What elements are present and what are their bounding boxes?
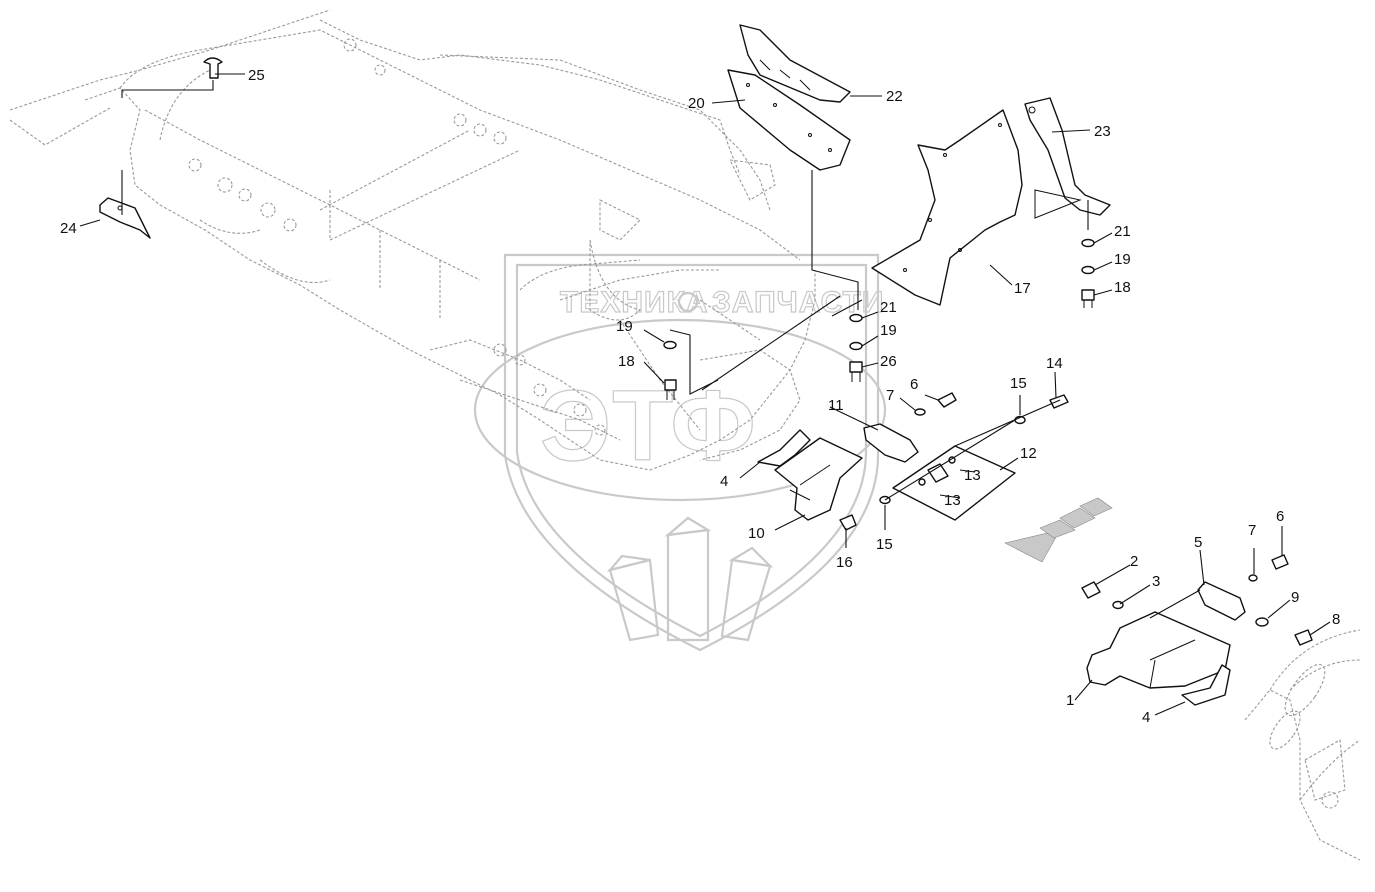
callout-18-right: 18 — [1114, 279, 1131, 296]
callout-21-center: 21 — [880, 299, 897, 316]
callout-19-left: 19 — [616, 318, 633, 335]
callout-14: 14 — [1046, 355, 1063, 372]
callout-26: 26 — [880, 353, 897, 370]
callout-20: 20 — [688, 95, 705, 112]
callout-18-left: 18 — [618, 353, 635, 370]
callout-25: 25 — [248, 67, 265, 84]
part-12-plate — [892, 445, 1016, 521]
chassis-frame — [9, 9, 816, 471]
part-4-clip-b — [1181, 664, 1231, 706]
part-22-top-bracket — [739, 24, 851, 103]
callout-9: 9 — [1291, 589, 1299, 606]
chassis-frame-rear — [1244, 629, 1361, 861]
callout-10: 10 — [748, 525, 765, 542]
callout-5: 5 — [1194, 534, 1202, 551]
direction-arrow — [1004, 497, 1113, 563]
watermark-text-right: ЗАПЧАСТИ — [712, 286, 884, 319]
part-23-strip — [1024, 97, 1111, 219]
callout-4-center: 4 — [720, 473, 728, 490]
callout-13-lower: 13 — [944, 492, 961, 509]
callout-3: 3 — [1152, 573, 1160, 590]
part-24-bracket — [99, 197, 151, 239]
fastener-stack-right — [1081, 238, 1095, 308]
callout-4-bottom: 4 — [1142, 709, 1150, 726]
part-20-plate — [727, 69, 851, 171]
callout-19-center: 19 — [880, 322, 897, 339]
part-13-bushing — [918, 456, 956, 486]
callout-24: 24 — [60, 220, 77, 237]
fastener-stack-center — [849, 313, 863, 382]
part-10-bracket — [774, 437, 863, 521]
part-17-large-shield — [871, 109, 1023, 306]
callout-labels: 25 24 22 20 23 21 19 18 17 21 19 26 19 1… — [60, 67, 1340, 726]
callout-6-center: 6 — [910, 376, 918, 393]
callout-8: 8 — [1332, 611, 1340, 628]
callout-11: 11 — [828, 397, 844, 414]
callout-15-bottom: 15 — [876, 536, 893, 553]
callout-16: 16 — [836, 554, 853, 571]
callout-12: 12 — [1020, 445, 1037, 462]
part-25-bolt — [203, 57, 223, 79]
small-fasteners-bottom — [1081, 554, 1313, 646]
fastener-stack-left — [663, 340, 677, 400]
watermark-text-left: ТЕХНИКА — [560, 286, 709, 319]
callout-13-upper: 13 — [964, 467, 981, 484]
watermark-columns — [606, 516, 774, 642]
callout-1: 1 — [1066, 692, 1074, 709]
callout-15-top: 15 — [1010, 375, 1027, 392]
callout-17: 17 — [1014, 280, 1031, 297]
callout-6-bottom: 6 — [1276, 508, 1284, 525]
callout-21-right: 21 — [1114, 223, 1131, 240]
part-1-bracket — [1086, 611, 1231, 689]
part-5-bracket — [1197, 581, 1246, 621]
leader-lines — [79, 73, 1331, 716]
part-4-clip-a — [757, 429, 811, 467]
callout-23: 23 — [1094, 123, 1111, 140]
callout-19-right: 19 — [1114, 251, 1131, 268]
callout-22: 22 — [886, 88, 903, 105]
part-11-mount — [863, 423, 919, 463]
callout-7-bottom: 7 — [1248, 522, 1256, 539]
callout-2: 2 — [1130, 553, 1138, 570]
callout-7-center: 7 — [886, 387, 894, 404]
watermark-logo: ТЕХНИКА ЗАПЧАСТИ ЭТФ — [473, 253, 887, 652]
watermark-monogram: ЭТФ — [540, 370, 757, 482]
gear-icon — [677, 291, 699, 313]
